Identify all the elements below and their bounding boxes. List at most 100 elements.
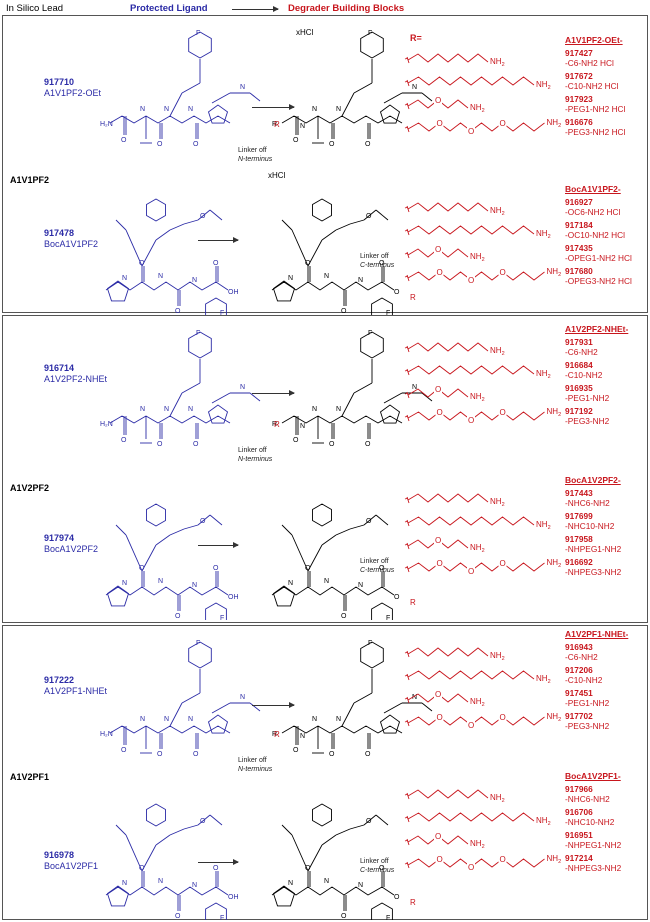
svg-text:N: N (358, 277, 363, 284)
svg-text:N: N (164, 406, 169, 413)
svg-text:N: N (300, 123, 305, 130)
linker-prefix: Linker off (238, 757, 267, 764)
svg-text:O: O (293, 437, 299, 444)
svg-text:R: R (410, 598, 416, 607)
svg-text:N: N (240, 384, 245, 391)
building-block: 917680-OPEG3-NH2 HCl (565, 266, 632, 286)
svg-text:O: O (329, 751, 335, 758)
building-block: 917192-PEG3-NH2 (565, 406, 609, 426)
svg-text:N: N (140, 716, 145, 723)
svg-text:O: O (213, 865, 219, 872)
building-block-desc: -NHPEG1-NH2 (565, 544, 622, 554)
linker-chain-c10: NH2 (404, 670, 551, 685)
svg-text:O: O (500, 559, 506, 568)
svg-text:O: O (468, 721, 474, 730)
svg-text:F: F (386, 615, 390, 620)
svg-text:N: N (324, 878, 329, 885)
svg-text:NH2: NH2 (490, 497, 505, 508)
linker-chain-c10: NH2 (404, 516, 551, 531)
svg-text:O: O (341, 308, 347, 315)
svg-text:O: O (435, 245, 441, 254)
building-block-group: A1V2PF2-NHEt- (565, 324, 629, 334)
linker-chain-c10: NH2 (404, 225, 551, 240)
svg-text:F: F (196, 640, 200, 647)
ligand-name: BocA1V2PF2 (44, 544, 99, 554)
svg-text:O: O (500, 119, 506, 128)
svg-text:OH: OH (228, 894, 239, 901)
svg-text:O: O (500, 855, 506, 864)
building-block-id: 916706 (565, 807, 593, 817)
svg-text:NH2: NH2 (470, 103, 485, 114)
svg-text:O: O (200, 818, 206, 825)
building-block: 917923-PEG1-NH2 HCl (565, 94, 625, 114)
reaction-arrow (252, 390, 295, 396)
linker-chain-c6: NH2 (404, 342, 505, 357)
building-block-id: 916692 (565, 557, 593, 567)
svg-text:O: O (213, 565, 219, 572)
building-block-id: 916927 (565, 197, 593, 207)
svg-text:O: O (500, 268, 506, 277)
building-block-desc: -NHPEG3-NH2 (565, 863, 622, 873)
building-block-desc: -NHPEG3-NH2 (565, 567, 622, 577)
header-in-silico-lead: In Silico Lead (6, 3, 64, 14)
building-block-id: 917443 (565, 488, 593, 498)
svg-text:R: R (272, 421, 277, 428)
svg-text:F: F (196, 30, 200, 37)
linker-chain-c10: NH2 (404, 365, 551, 380)
svg-text:OH: OH (228, 594, 239, 601)
svg-text:O: O (366, 213, 372, 220)
svg-text:O: O (200, 518, 206, 525)
svg-text:O: O (305, 260, 311, 267)
building-block: 917958-NHPEG1-NH2 (565, 534, 621, 554)
svg-text:O: O (437, 713, 443, 722)
svg-text:O: O (341, 913, 347, 920)
building-block: 916927-OC6-NH2 HCl (565, 197, 620, 217)
svg-text:N: N (288, 580, 293, 587)
svg-text:NH2: NH2 (470, 392, 485, 403)
linker-chain-c10: NH2 (404, 812, 551, 827)
reaction-arrow (252, 702, 295, 708)
svg-text:F: F (368, 640, 372, 647)
linker-prefix: Linker off (360, 558, 389, 565)
svg-text:O: O (435, 832, 441, 841)
svg-text:N: N (188, 716, 193, 723)
svg-text:O: O (193, 141, 199, 148)
svg-text:N: N (192, 582, 197, 589)
svg-text:O: O (435, 690, 441, 699)
ligand-id: 916978 (44, 850, 75, 860)
building-block-group: BocA1V1PF2- (565, 184, 621, 194)
linker-chain-c6: NH2 (404, 53, 505, 68)
building-block-id: 917192 (565, 406, 593, 416)
svg-text:N: N (188, 106, 193, 113)
building-block-desc: -C6-NH2 (565, 347, 598, 357)
linker-terminus: N-terminus (238, 766, 273, 773)
building-block-desc: -PEG3-NH2 HCl (565, 127, 626, 137)
building-block-id: 917427 (565, 48, 593, 58)
ligand-name: BocA1V2PF1 (44, 861, 99, 871)
svg-text:N: N (158, 578, 163, 585)
header-degrader-building-blocks: Degrader Building Blocks (288, 3, 405, 14)
svg-text:N: N (122, 580, 127, 587)
series-label: A1V1PF2 (10, 175, 50, 185)
svg-text:N: N (192, 882, 197, 889)
building-block-desc: -OC10-NH2 HCl (565, 230, 625, 240)
linker-prefix: Linker off (360, 858, 389, 865)
svg-text:N: N (188, 406, 193, 413)
building-block: 916676-PEG3-NH2 HCl (565, 117, 625, 137)
svg-text:N: N (122, 275, 127, 282)
svg-text:O: O (379, 565, 385, 572)
building-block-desc: -NHPEG1-NH2 (565, 840, 622, 850)
svg-text:N: N (336, 406, 341, 413)
svg-text:F: F (386, 915, 390, 920)
header-arrow (232, 6, 279, 12)
